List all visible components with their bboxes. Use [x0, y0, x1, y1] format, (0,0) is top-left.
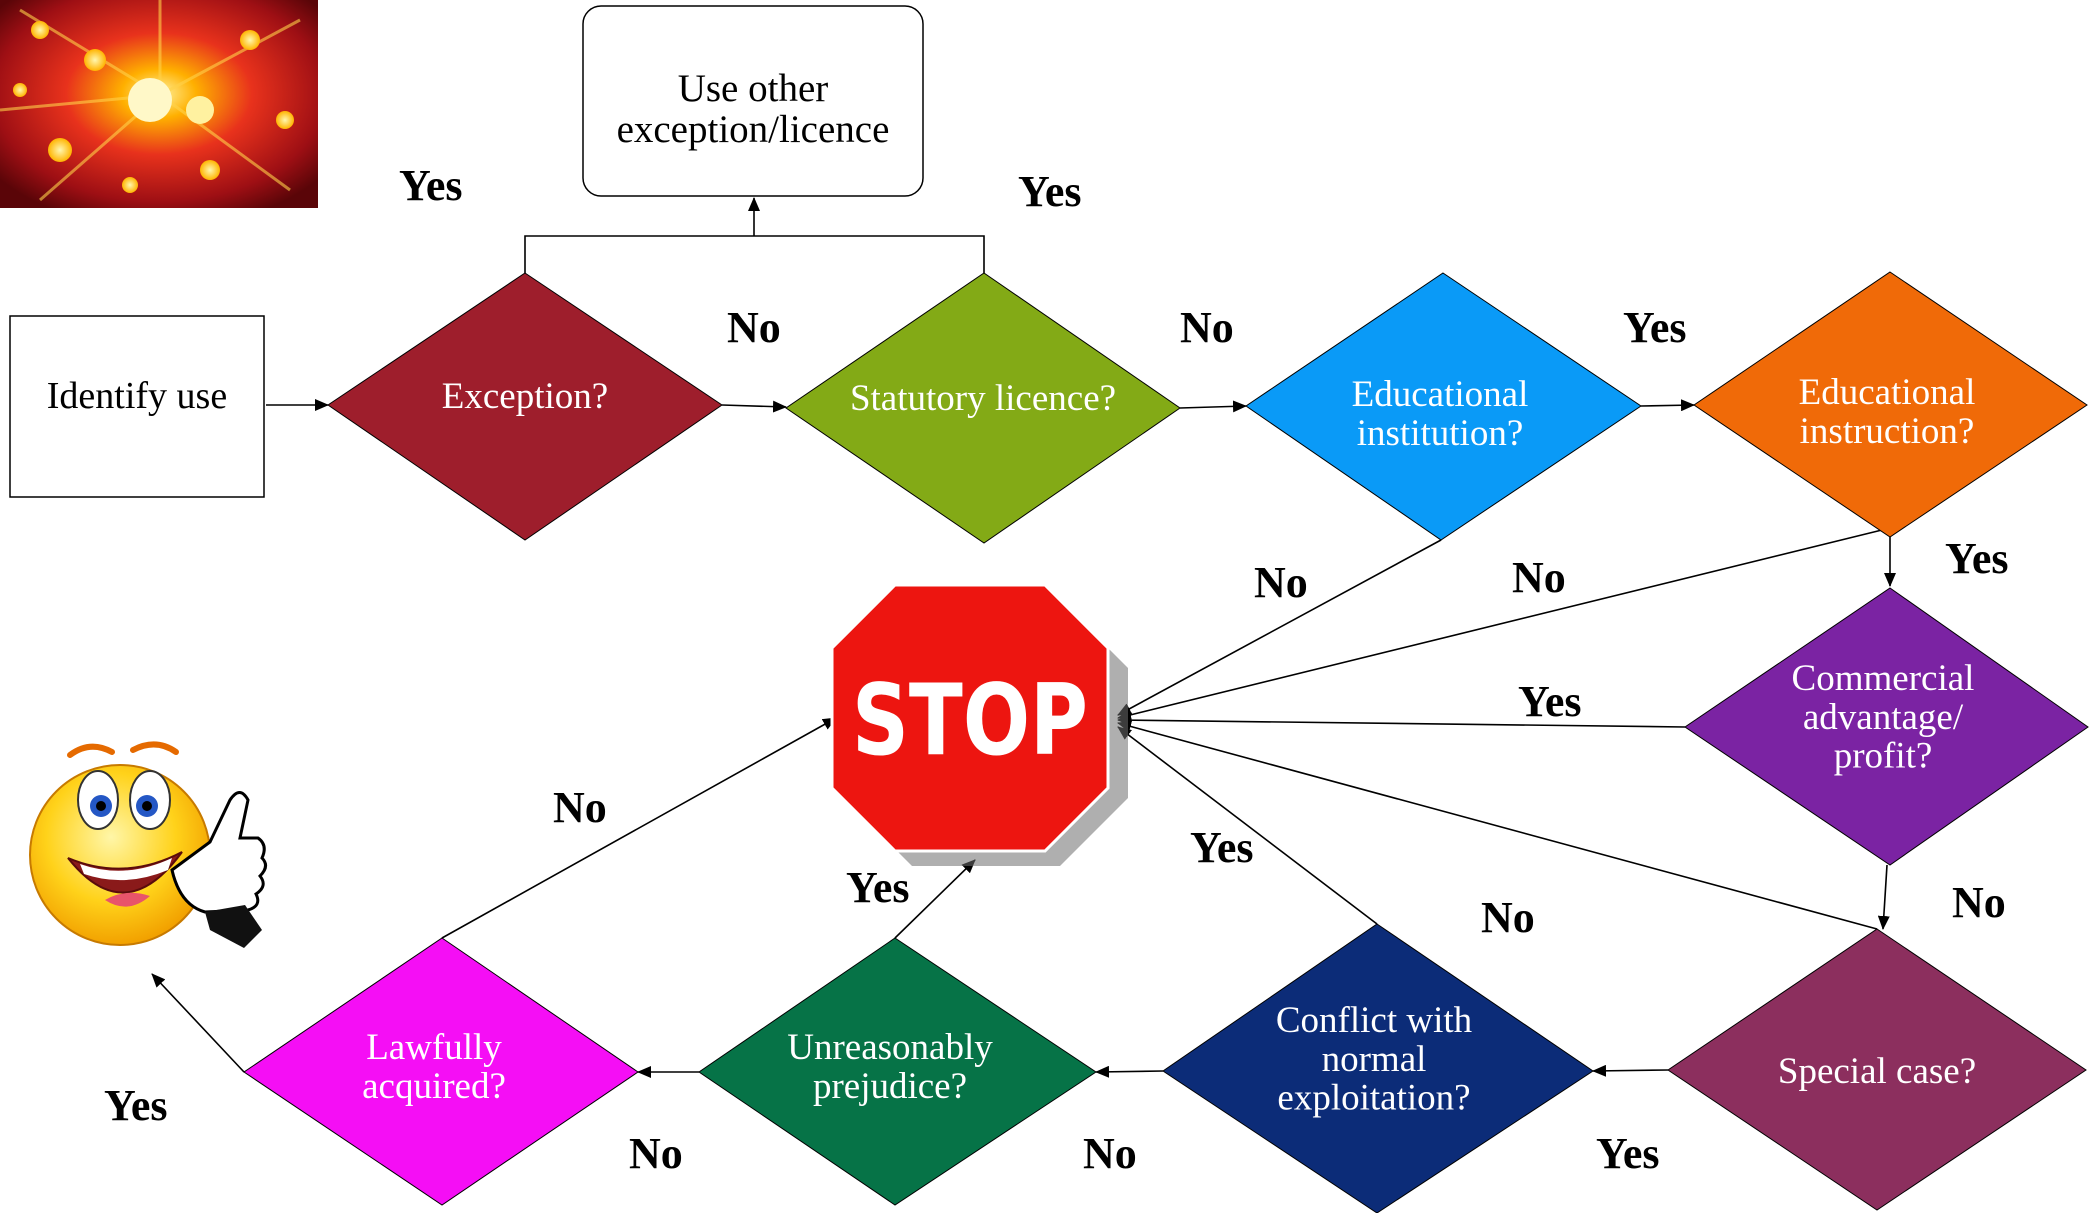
label-conflict-no: No [1083, 1129, 1137, 1178]
label-instruction-yes: Yes [1945, 534, 2009, 583]
svg-text:Identify use: Identify use [47, 375, 227, 417]
instruction-line-1: Educational [1799, 372, 1976, 413]
svg-text:STOP: STOP [852, 664, 1088, 778]
label-instruction-no: No [1512, 553, 1566, 602]
edge-exception-yes [524, 235, 985, 273]
label-institution-no: No [1254, 558, 1308, 607]
prejudice-line-2: prejudice? [813, 1066, 967, 1107]
label-prejudice-yes: Yes [846, 863, 910, 912]
edge-instruction-stop [1117, 528, 1887, 721]
stop-sign: STOP [830, 583, 1128, 866]
edge-prejudice-stop [894, 859, 976, 939]
lawful-line-1: Lawfully [366, 1027, 502, 1068]
edge-labels: Yes Yes No No Yes No No Yes Yes No No Ye… [104, 161, 2009, 1178]
edge-institution-stop [1117, 539, 1442, 716]
label-statutory-no: No [1180, 303, 1234, 352]
edge-special-conflict [1592, 1064, 1669, 1077]
conflict-line-2: normal [1322, 1039, 1427, 1080]
svg-text:Special case?: Special case? [1778, 1051, 1976, 1092]
label-lawful-yes: Yes [104, 1081, 168, 1130]
prejudice-line-1: Unreasonably [787, 1027, 993, 1068]
thumbs-up-smiley-icon [29, 741, 267, 948]
fireworks-photo [0, 0, 318, 208]
label-commercial-yes: Yes [1518, 677, 1582, 726]
edge-conflict-stop [1117, 726, 1378, 925]
node-special-case: Special case? [1667, 928, 2087, 1211]
exception-line-1: Exception? [442, 376, 608, 417]
label-institution-yes: Yes [1623, 303, 1687, 352]
conflict-line-3: exploitation? [1277, 1078, 1470, 1119]
connectors [151, 197, 1896, 1078]
edge-lawful-stop [441, 717, 837, 939]
node-identify-use: Identify use [9, 315, 265, 498]
commercial-line-3: profit? [1834, 736, 1933, 777]
label-lawful-no: No [553, 783, 607, 832]
label-prejudice-no: No [629, 1129, 683, 1178]
edge-lawful-smiley [151, 973, 245, 1073]
edge-statutory-institution [1179, 400, 1247, 413]
label-special-no: No [1481, 893, 1535, 942]
other-line-2: exception/licence [617, 108, 890, 151]
instruction-line-2: instruction? [1800, 411, 1975, 452]
label-exception-yes: Yes [399, 161, 463, 210]
svg-text:Statutory licence?: Statutory licence? [850, 378, 1116, 419]
label-statutory-yes: Yes [1018, 167, 1082, 216]
commercial-line-2: advantage/ [1803, 697, 1964, 738]
institution-line-2: institution? [1357, 413, 1524, 454]
other-line-1: Use other [678, 67, 829, 110]
edge-special-stop [1117, 720, 1878, 930]
statutory-line-1: Statutory licence? [850, 378, 1116, 419]
svg-text:Exception?: Exception? [442, 376, 608, 417]
edge-commercial-stop [1117, 714, 1686, 728]
commercial-line-1: Commercial [1792, 658, 1975, 699]
conflict-line-1: Conflict with [1276, 1000, 1473, 1041]
special-line-1: Special case? [1778, 1051, 1976, 1092]
edge-commercial-special [1877, 864, 1890, 930]
label-special-yes: Yes [1596, 1129, 1660, 1178]
label-exception-no: No [727, 303, 781, 352]
edge-exception-statutory [721, 400, 787, 413]
identify-line-1: Identify use [47, 375, 227, 417]
lawful-line-2: acquired? [362, 1066, 506, 1107]
institution-line-1: Educational [1352, 374, 1529, 415]
label-conflict-yes: Yes [1190, 823, 1254, 872]
thumbs-up-hand [170, 791, 267, 948]
edge-institution-instruction [1640, 399, 1695, 412]
node-exception: Exception? [327, 272, 723, 541]
node-statutory-licence: Statutory licence? [785, 272, 1181, 544]
label-commercial-no: No [1952, 878, 2006, 927]
edge-conflict-prejudice [1095, 1065, 1164, 1078]
